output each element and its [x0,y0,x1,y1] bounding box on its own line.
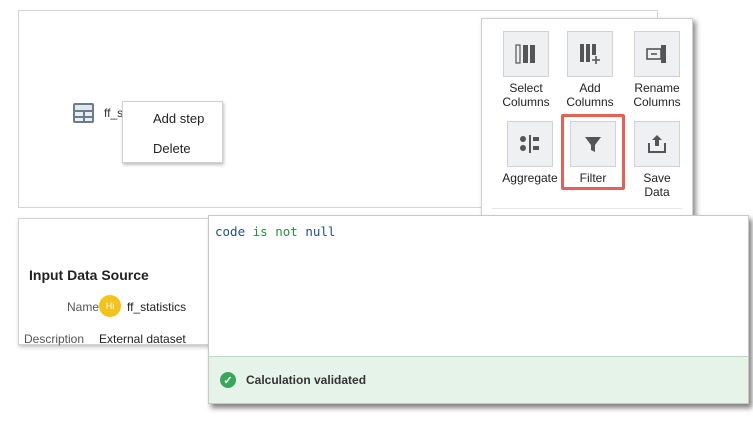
add-columns-step[interactable]: Add Columns [557,31,623,109]
tile-label: Select Columns [502,81,550,109]
description-value: External dataset [99,332,186,346]
filter-icon [585,137,601,152]
table-icon [73,103,94,123]
menu-item-delete[interactable]: Delete [153,141,191,156]
tile-label: Add Columns [566,81,614,109]
menu-item-add-step[interactable]: Add step [153,111,205,126]
code-token: null [305,224,336,239]
code-token: code [215,224,246,239]
aggregate-icon [520,135,539,153]
filter-step[interactable]: Filter [560,121,626,185]
source-badge-icon: Hi [99,295,121,317]
tile-box [634,31,680,77]
rename-columns-step[interactable]: Rename Columns [624,31,690,109]
save-data-step[interactable]: Save Data [624,121,690,199]
description-label: Description [24,332,85,346]
tile-label: Filter [579,171,607,185]
tile-box [503,31,549,77]
expression-editor[interactable]: code is not null [215,224,335,239]
code-token: is not [245,224,306,239]
tile-box [634,121,680,167]
context-menu: Add step Delete [122,101,223,163]
filter-highlight [561,114,625,190]
validation-message: Calculation validated [246,373,367,387]
tile-label: Save Data [643,171,671,199]
save-data-icon [648,135,666,153]
select-columns-icon [515,44,535,64]
expression-editor-panel: code is not null ✓ Calculation validated [208,215,749,404]
tile-label: Rename Columns [633,81,681,109]
aggregate-step[interactable]: Aggregate [497,121,563,185]
input-data-source-panel: Input Data Source Name Hi ff_statistics … [18,218,230,346]
select-columns-step[interactable]: Select Columns [493,31,559,109]
palette-divider [492,208,682,209]
tile-box [570,121,616,167]
name-label: Name [67,300,100,314]
add-columns-icon [580,44,600,64]
tile-label: Aggregate [502,171,558,185]
check-circle-icon: ✓ [220,372,236,388]
tile-box [567,31,613,77]
rename-columns-icon [646,45,666,63]
validation-bar: ✓ Calculation validated [209,356,748,403]
name-value: ff_statistics [127,300,187,314]
panel-title: Input Data Source [29,267,149,283]
tile-box [507,121,553,167]
